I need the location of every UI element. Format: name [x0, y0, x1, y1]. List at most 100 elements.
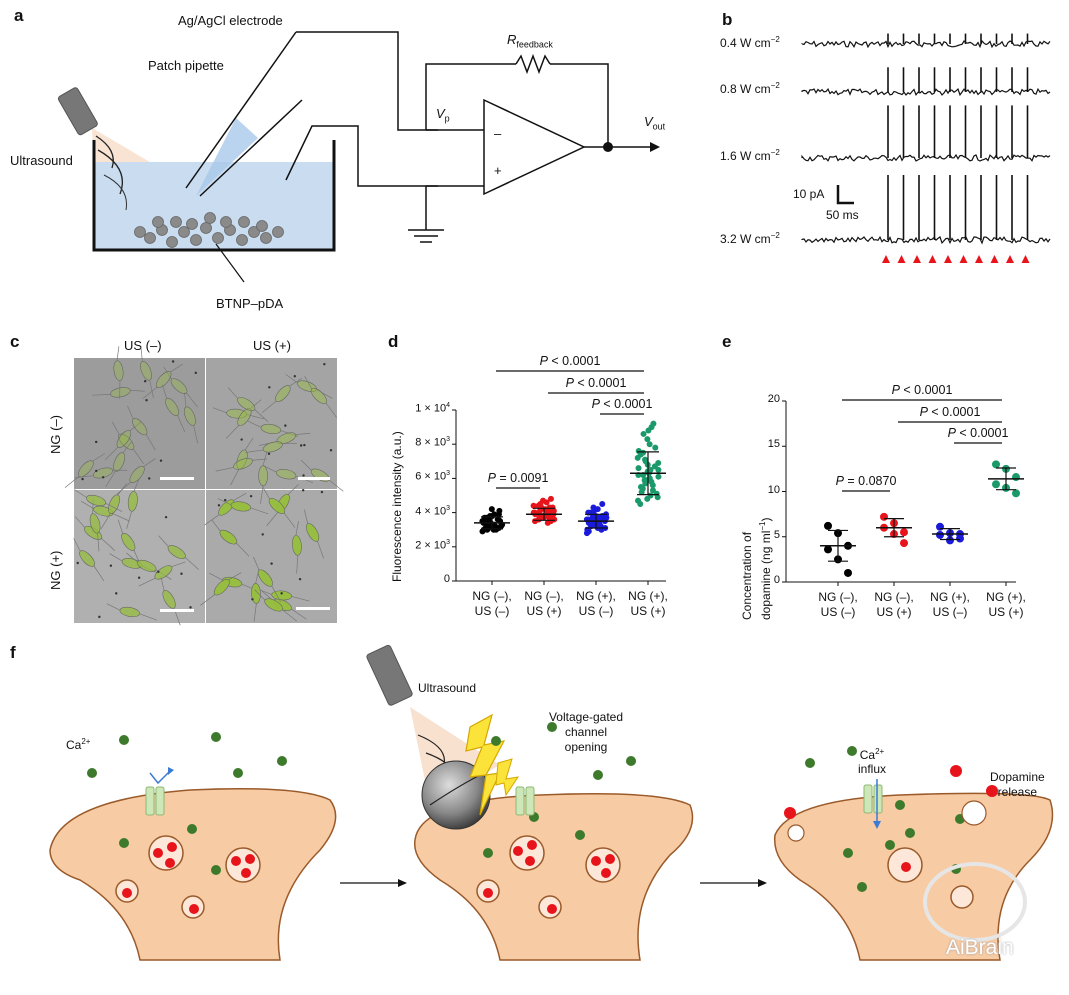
col-label-us-minus: US (–): [124, 338, 162, 353]
calcium-ion: [87, 768, 97, 778]
cell: [217, 498, 269, 515]
panel-label-b: b: [722, 10, 733, 29]
debris: [251, 598, 254, 601]
data-point: [992, 460, 1000, 469]
calcium-ion: [905, 828, 915, 838]
calcium-ion: [119, 838, 129, 848]
x-tick-label: NG (–),US (–): [818, 590, 858, 619]
row-label-ng-plus: NG (+): [48, 550, 63, 590]
debris: [171, 360, 175, 363]
debris: [157, 570, 160, 573]
stimulus-marker: [944, 255, 952, 263]
btnp-particle: [272, 226, 284, 238]
ion-channel: [873, 784, 883, 814]
cell: [262, 486, 296, 528]
neurite: [325, 402, 337, 418]
neurite: [100, 513, 111, 530]
neurite: [177, 415, 186, 433]
dopamine-molecule: [165, 858, 175, 868]
btnp-particle: [260, 232, 272, 244]
gate-arrow-head: [168, 767, 174, 775]
neurite: [184, 392, 187, 407]
debris: [280, 592, 283, 595]
scale-time-label: 50 ms: [826, 208, 859, 222]
btnp-particle: [220, 216, 232, 228]
panel-label-c: c: [10, 332, 20, 351]
cell: [227, 387, 269, 423]
debris: [267, 452, 271, 455]
current-trace: [801, 87, 1051, 97]
cell: [183, 392, 199, 444]
neurite: [249, 399, 262, 410]
debris: [159, 459, 163, 462]
cell-body: [113, 360, 124, 381]
p-value-label: P < 0.0001: [891, 383, 953, 397]
debris: [98, 615, 101, 619]
neurite: [289, 378, 302, 387]
data-point: [495, 511, 502, 518]
debris: [261, 533, 264, 536]
data-point: [824, 521, 832, 530]
cell-body: [137, 559, 157, 572]
neurite: [200, 594, 216, 606]
dopamine-molecule: [513, 846, 523, 856]
calcium-ion: [575, 830, 585, 840]
neurite: [247, 420, 262, 428]
p-value-label: P < 0.0001: [947, 426, 1009, 440]
debris: [101, 476, 105, 479]
btnp-particle: [170, 216, 182, 228]
ion-channel: [863, 784, 873, 814]
stimulus-marker: [959, 255, 968, 263]
calcium-ion: [211, 732, 221, 742]
btnp-particle: [236, 234, 248, 246]
neurite: [291, 596, 310, 602]
calcium-ion: [885, 840, 895, 850]
debris: [284, 424, 287, 427]
neurite: [246, 414, 265, 420]
calcium-ion: [847, 746, 857, 756]
cell: [106, 603, 157, 621]
data-point: [546, 504, 553, 511]
data-point: [640, 430, 647, 437]
neurite: [112, 469, 128, 471]
dopamine-molecule: [189, 904, 199, 914]
neurite: [233, 493, 247, 501]
cell: [285, 374, 333, 399]
y-tick-label: 20: [767, 393, 780, 405]
neurite: [225, 425, 240, 439]
cell: [74, 516, 116, 551]
cell: [258, 588, 310, 602]
cell: [74, 489, 123, 512]
data-point: [644, 436, 651, 443]
cell: [104, 421, 142, 461]
x-tick-label: NG (–),US (+): [874, 590, 914, 619]
neurite: [244, 437, 254, 451]
synaptic-vesicle: [950, 885, 974, 909]
data-point: [992, 480, 1000, 489]
neurite: [130, 389, 145, 392]
neurite: [92, 453, 106, 462]
micrograph-cells-overlay: [64, 346, 344, 626]
neurite: [149, 380, 154, 399]
neurite: [92, 394, 111, 396]
debris: [224, 498, 227, 502]
dopamine-molecule: [591, 856, 601, 866]
panel-a-schematic: [57, 31, 660, 283]
btnp-particle: [238, 216, 250, 228]
neurite: [245, 449, 264, 453]
calcium-ion: [119, 735, 129, 745]
rfeedback-label: Rfeedback: [507, 32, 553, 50]
ion-channel: [525, 786, 535, 816]
fusion-pore: [787, 824, 805, 842]
data-point: [494, 516, 501, 523]
cell: [142, 363, 183, 399]
debris: [298, 577, 302, 581]
neurite: [227, 387, 239, 399]
data-point: [880, 512, 888, 521]
cell: [75, 467, 128, 479]
debris: [115, 592, 118, 595]
neurite: [287, 484, 299, 495]
p-value-label: P = 0.0091: [487, 471, 549, 485]
debris: [137, 576, 141, 579]
data-point: [544, 519, 551, 526]
